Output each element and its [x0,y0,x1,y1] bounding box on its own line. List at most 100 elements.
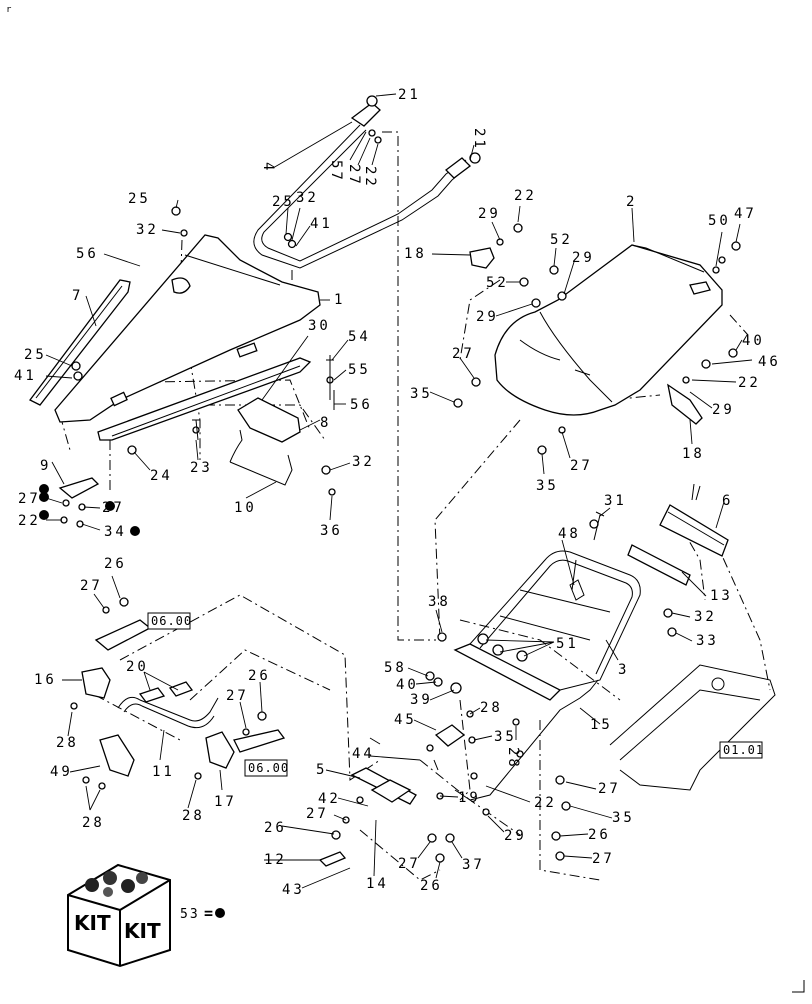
part-30-side-rail [97,342,312,441]
callout: 14 [366,876,389,892]
callout: 48 [558,526,581,542]
callout: 18 [682,446,705,462]
callout: 35 [612,810,635,826]
callout: 34 [104,524,127,540]
callout: 21 [471,128,487,151]
part-8-bracket-plate [237,397,301,443]
part-12-strip [318,851,347,867]
callout: 39 [410,692,433,708]
ref-box-06-00-mid: 06.00 [244,759,288,777]
callout: 20 [126,659,149,675]
leader-lines [45,93,753,889]
kit-legend: 53 = [180,904,225,922]
callout: 2 [626,194,637,210]
callout: 36 [320,523,343,539]
callout: 11 [152,764,175,780]
callout: 18 [404,246,427,262]
ref-box-01-01: 01.01 [719,741,763,759]
callout: 31 [604,493,627,509]
part-4-handle-frame [253,95,481,269]
callout: 28 [82,815,105,831]
callout: 26 [248,668,271,684]
callout: 22 [514,188,537,204]
callout: 28 [56,735,79,751]
part-18-plates [469,247,703,425]
callout: 21 [398,87,421,103]
callout: 27 [570,458,593,474]
callout: 27 [346,164,362,187]
callout: 23 [190,460,213,476]
part-13-rail [627,544,691,586]
base-frame-reference [609,664,776,791]
ref-06-brackets [94,619,286,753]
callout: 22 [738,375,761,391]
callout: 32 [694,609,717,625]
callout: 52 [486,275,509,291]
callout: 35 [410,386,433,402]
callout: 15 [590,717,613,733]
callout: 27 [592,851,615,867]
ref-box-06-00-top: 06.00 [147,612,191,630]
callout: 5 [316,762,327,778]
callout: 26 [264,820,287,836]
callout: 47 [734,206,757,222]
callout: 13 [710,588,733,604]
callout: 51 [556,636,579,652]
callout: 40 [396,677,419,693]
kit-legend-equals: = [204,904,213,922]
callout: 57 [328,160,344,183]
callout: 25 [272,194,295,210]
callout: 22 [18,513,41,529]
callout: 58 [384,660,407,676]
callout: 17 [214,794,237,810]
callout: 22 [534,795,557,811]
callout: 4 [260,162,276,173]
part-1-top-cover [54,234,321,423]
part-20-clips [138,681,194,703]
callout: 29 [712,402,735,418]
callout: 7 [72,288,83,304]
callout: 32 [136,222,159,238]
callout: 45 [394,712,417,728]
callout: 49 [50,764,73,780]
part-11-handle [117,696,219,729]
callout: 29 [572,250,595,266]
callout: 28 [182,808,205,824]
callout: 27 [80,578,103,594]
kit-label-right: KIT [124,919,161,943]
callout: 25 [24,347,47,363]
callout: 55 [348,362,371,378]
callout: 35 [494,729,517,745]
part-17-bracket [205,731,235,769]
callout: 25 [128,191,151,207]
part-2-seat-shell [494,244,723,416]
callout: 27 [452,346,475,362]
callout: 33 [696,633,719,649]
callout: 8 [320,415,331,431]
callout: 52 [550,232,573,248]
callout: 56 [76,246,99,262]
bottom-corner-mark [792,980,805,993]
callout: 41 [14,368,37,384]
callout: 35 [536,478,559,494]
callout: 32 [296,190,319,206]
corner-mark: r [6,5,12,15]
callout: 42 [318,791,341,807]
callout: 37 [462,857,485,873]
kit-box-icon: KIT KIT [67,863,171,968]
kit-label-left: KIT [74,911,111,935]
callout: 56 [350,397,373,413]
callout: 54 [348,329,371,345]
callout: 27 [306,806,329,822]
callout: 1 [334,292,345,308]
callout: 28 [505,747,521,770]
callout: 29 [476,309,499,325]
part-5-bracket [350,767,417,805]
part-49-bracket [99,734,135,777]
callout: 27 [18,491,41,507]
callout: 27 [598,781,621,797]
part-10-rod [229,429,293,486]
part-45-latch [434,724,466,747]
